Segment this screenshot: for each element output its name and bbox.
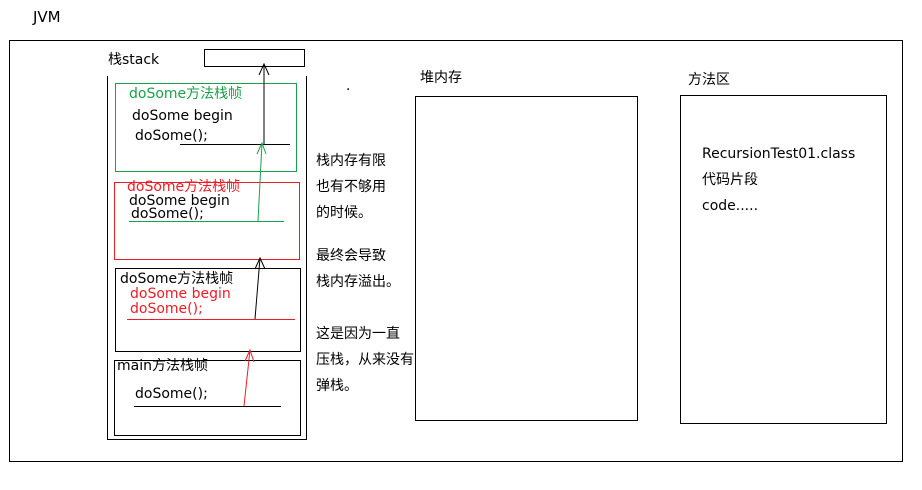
arrow-frame1-to-top: [258, 62, 270, 144]
frame-1-underline: [180, 144, 290, 145]
note-3-line-1: 这是因为一直: [316, 326, 400, 342]
frame-2-line2: doSome();: [131, 206, 204, 222]
jvm-container: [9, 40, 903, 462]
frame-3-line1: doSome begin: [130, 286, 231, 302]
frame-1-title: doSome方法栈帧: [129, 86, 243, 102]
frame-2-underline: [129, 221, 284, 222]
arrow-main-to-frame3: [243, 348, 255, 407]
stack-frame-3: [115, 268, 301, 352]
frame-1-line1: doSome begin: [132, 108, 233, 124]
frame-2-line1: doSome begin: [129, 193, 230, 209]
stack-container: [107, 76, 307, 440]
note-3-line-2: 压栈，从来没有: [316, 352, 414, 368]
method-area-line-1: RecursionTest01.class: [702, 146, 856, 162]
stack-frame-1: [115, 83, 297, 172]
note-1-line-3: 的时候。: [316, 205, 372, 221]
method-area-box: [680, 95, 887, 424]
stack-frame-main: [114, 360, 301, 436]
note-1-line-2: 也有不够用: [316, 179, 386, 195]
stack-label: 栈stack: [108, 52, 160, 68]
arrow-frame3-to-frame2: [254, 256, 266, 320]
stray-dot: .: [346, 78, 351, 94]
method-area-line-3: code.....: [702, 198, 759, 214]
heap-label: 堆内存: [420, 70, 462, 86]
arrow-frame2-to-frame1: [256, 141, 267, 222]
method-area-label: 方法区: [688, 72, 730, 88]
jvm-label: JVM: [33, 8, 61, 26]
stack-top-box: [204, 49, 305, 67]
note-2-line-2: 栈内存溢出。: [316, 274, 400, 290]
frame-3-line2: doSome();: [130, 301, 203, 317]
heap-box: [415, 96, 638, 421]
frame-main-line1: doSome();: [135, 386, 208, 402]
note-3-line-3: 弹栈。: [316, 378, 358, 394]
frame-main-title: main方法栈帧: [117, 358, 208, 374]
frame-main-underline: [134, 406, 281, 407]
frame-3-underline: [127, 319, 295, 320]
note-2-line-1: 最终会导致: [316, 248, 386, 264]
frame-2-title: doSome方法栈帧: [127, 179, 241, 195]
frame-1-line2: doSome();: [135, 128, 208, 144]
stack-frame-2: [114, 182, 300, 260]
method-area-line-2: 代码片段: [702, 172, 758, 188]
frame-3-title: doSome方法栈帧: [120, 271, 234, 287]
note-1-line-1: 栈内存有限: [316, 153, 386, 169]
